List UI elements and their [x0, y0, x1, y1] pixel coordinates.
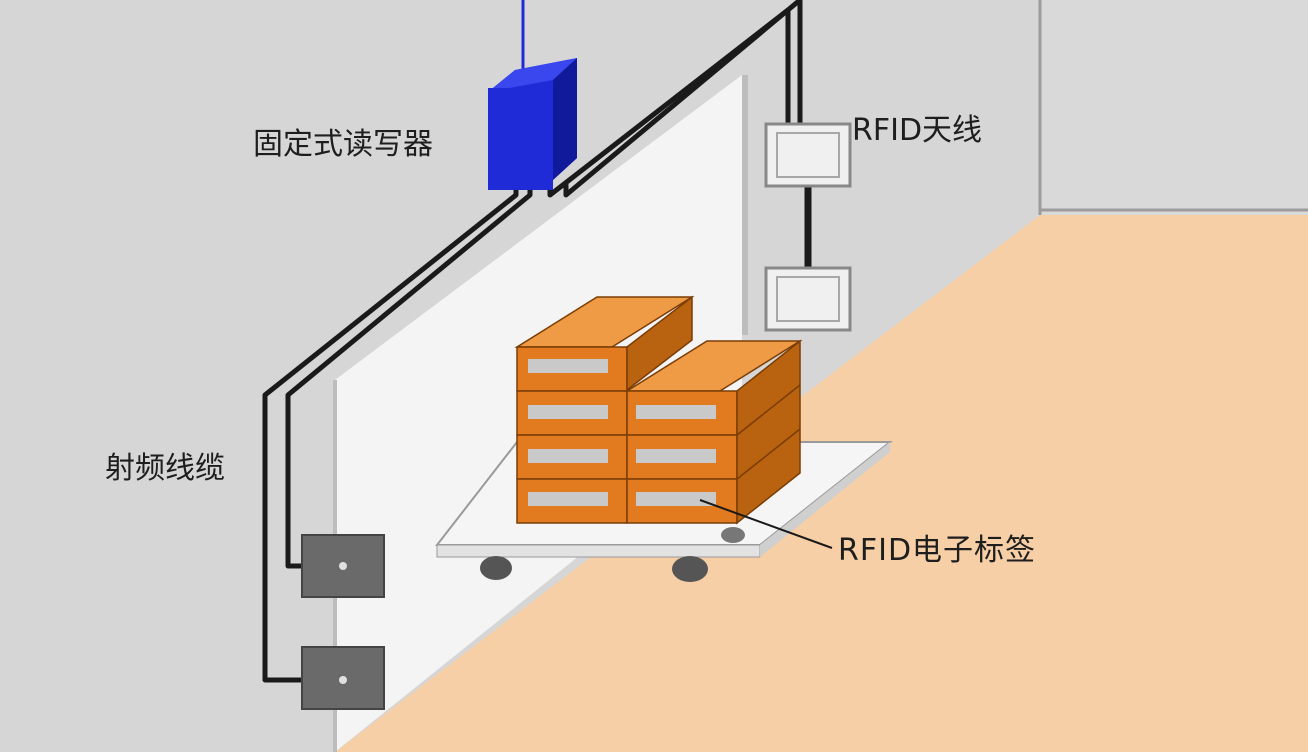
cable-top-b [563, 0, 803, 198]
label-rfid-tag: RFID电子标签 [838, 533, 1037, 568]
rfid-tag-icon [636, 492, 716, 506]
box-stack-left [514, 295, 695, 524]
label-rf-cable: 射频线缆 [105, 451, 225, 486]
rfid-antenna-icon [764, 266, 852, 332]
rfid-antenna-icon [301, 646, 385, 710]
label-fixed-reader: 固定式读写器 [253, 127, 433, 162]
fixed-reader-icon [488, 58, 577, 190]
tag-leader-line [699, 499, 833, 549]
rfid-antenna-icon [764, 122, 852, 188]
cable-outer-bottom [262, 182, 519, 683]
label-rfid-antenna: RFID天线 [852, 113, 983, 148]
box-stack-right [624, 339, 803, 525]
rfid-antenna-icon [301, 534, 385, 598]
right-wall [1040, 0, 1308, 215]
rf-cables [262, 0, 812, 683]
